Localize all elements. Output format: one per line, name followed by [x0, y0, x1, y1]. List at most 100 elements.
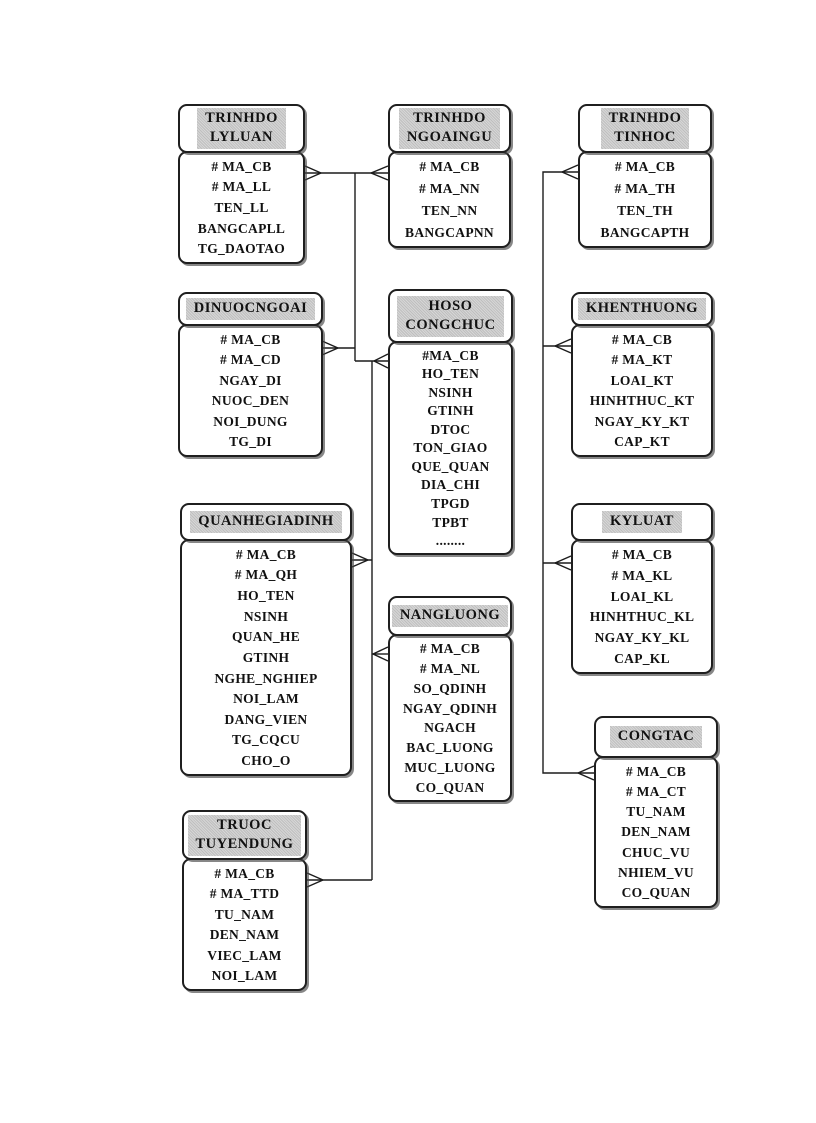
field-ho-ten: HO_TEN [237, 588, 295, 604]
field-viec-lam: VIEC_LAM [207, 947, 282, 963]
field-ngay-qdinh: NGAY_QDINH [402, 700, 497, 716]
field-ma-cb: # MA_CB [419, 641, 481, 657]
entity-title: CONGTAC [609, 726, 703, 748]
crowfoot-trinhdo-tinhoc [561, 164, 579, 180]
entity-congtac: CONGTAC # MA_CB # MA_CT TU_NAM DEN_NAM CHUC_… [594, 716, 718, 908]
field-dia-chi: DIA_CHI [420, 477, 481, 493]
field-loai-kt: LOAI_KT [610, 372, 674, 388]
crowfoot-trinhdo-lyluan [304, 165, 322, 181]
field-ngach: NGACH [424, 720, 476, 736]
field-tg-daotao: TG_DAOTAO [197, 241, 286, 257]
field-ma-cd: # MA_CD [220, 352, 281, 368]
field-ma-cb: # MA_CB [235, 546, 297, 562]
field-nghe-nghiep: NGHE_NGHIEP [214, 670, 318, 686]
entity-title-line: HOSO [428, 297, 473, 314]
entity-title-line: NGOAINGU [406, 129, 493, 145]
field-bangcapll: BANGCAPLL [197, 220, 286, 236]
crowfoot-truoc-tuyendung [306, 872, 324, 888]
field-ma-kl: # MA_KL [611, 567, 673, 583]
field-ho-ten: HO_TEN [421, 366, 480, 382]
entity-title-line: CONGCHUC [405, 316, 496, 333]
field-ma-cb: # MA_CB [214, 865, 275, 881]
field-ma-kt: # MA_KT [611, 352, 673, 368]
crowfoot-quanhegiadinh [351, 552, 369, 568]
field-ma-th: # MA_TH [614, 181, 676, 197]
entity-header: HOSO CONGCHUC [388, 289, 513, 343]
entity-title-line: TRINHDO [608, 110, 682, 126]
field-ma-ll: # MA_LL [211, 179, 272, 195]
field-ma-ct: # MA_CT [625, 783, 687, 799]
entity-title: DINUOCNGOAI [185, 298, 316, 320]
field-den-nam: DEN_NAM [621, 824, 691, 840]
entity-title: KYLUAT [602, 511, 682, 533]
crowfoot-congtac [577, 765, 595, 781]
entity-header: QUANHEGIADINH [180, 503, 352, 541]
field-bac-luong: BAC_LUONG [406, 740, 494, 756]
entity-title-line: NANGLUONG [399, 607, 501, 623]
entity-title-line: KYLUAT [610, 513, 674, 529]
field-nsinh: NSINH [428, 384, 473, 400]
field-ten-ll: TEN_LL [214, 199, 269, 215]
entity-title-line: DINUOCNGOAI [193, 300, 308, 316]
entity-header: KHENTHUONG [571, 292, 713, 326]
field-ellipsis: ........ [435, 533, 466, 549]
field-ma-cb: # MA_CB [611, 546, 673, 562]
crowfoot-hoso-congchuc [373, 353, 389, 369]
field-ma-cb: # MA_CB [611, 331, 673, 347]
field-tu-nam: TU_NAM [626, 804, 686, 820]
right-connector-network [542, 164, 595, 781]
entity-header: DINUOCNGOAI [178, 292, 323, 326]
field-ma-cb: #MA_CB [422, 347, 479, 363]
entity-title: NANGLUONG [391, 605, 509, 627]
crowfoot-kyluat [554, 555, 572, 571]
field-cho-o: CHO_O [241, 753, 291, 769]
field-ngay-ky-kt: NGAY_KY_KT [594, 413, 690, 429]
field-chuc-vu: CHUC_VU [621, 844, 691, 860]
field-loai-kl: LOAI_KL [610, 588, 674, 604]
field-tu-nam: TU_NAM [214, 906, 275, 922]
crowfoot-dinuocngoai [321, 340, 339, 356]
field-nsinh: NSINH [243, 608, 289, 624]
field-muc-luong: MUC_LUONG [404, 759, 496, 775]
entity-header: TRINHDO TINHOC [578, 104, 712, 153]
entity-title-line: TINHOC [614, 129, 676, 145]
field-nuoc-den: NUOC_DEN [211, 393, 290, 409]
field-tpgd: TPGD [431, 496, 470, 512]
field-so-qdinh: SO_QDINH [413, 680, 487, 696]
crowfoot-trinhdo-ngoaingu [370, 165, 389, 181]
entity-header: CONGTAC [594, 716, 718, 758]
field-bangcapnn: BANGCAPNN [405, 224, 494, 240]
field-quan-he: QUAN_HE [231, 629, 301, 645]
field-cap-kl: CAP_KL [614, 651, 670, 667]
entity-title: HOSO CONGCHUC [397, 295, 504, 337]
field-nhiem-vu: NHIEM_VU [618, 865, 694, 881]
field-ten-nn: TEN_NN [421, 202, 478, 218]
field-ma-cb: # MA_CB [419, 159, 480, 175]
field-ton-giao: TON_GIAO [413, 440, 488, 456]
field-den-nam: DEN_NAM [209, 927, 280, 943]
entity-title-line: TUYENDUNG [195, 835, 294, 852]
field-que-quan: QUE_QUAN [411, 458, 490, 474]
entity-header: KYLUAT [571, 503, 713, 541]
crowfoot-khenthuong [554, 338, 572, 354]
field-ma-cb: # MA_CB [625, 763, 687, 779]
field-dtoc: DTOC [430, 421, 471, 437]
entity-title-line: QUANHEGIADINH [198, 513, 334, 529]
field-ma-ttd: # MA_TTD [209, 886, 280, 902]
crowfoot-nangluong [372, 646, 389, 662]
